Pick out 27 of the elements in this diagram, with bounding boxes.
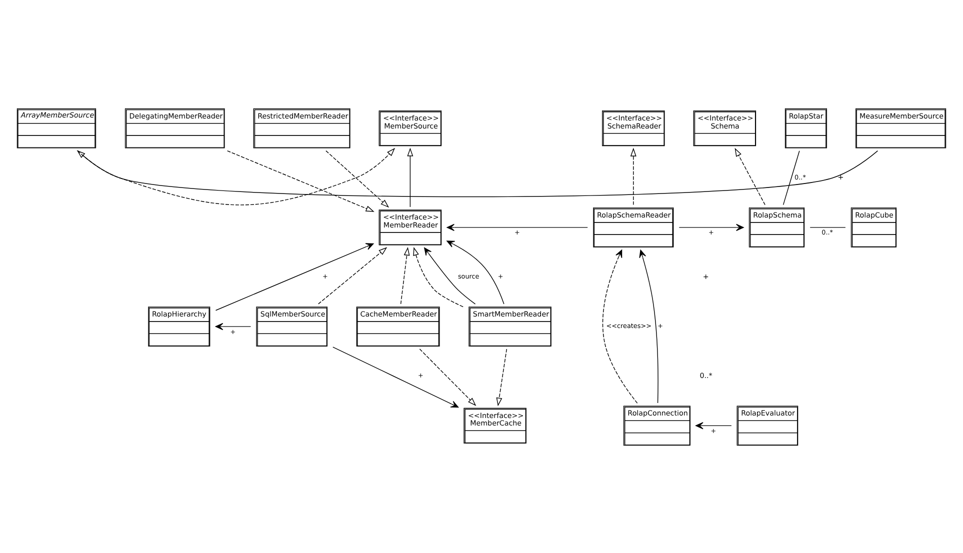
label: + — [838, 172, 844, 182]
arrow — [424, 246, 476, 304]
label: + — [702, 271, 709, 280]
arrow — [407, 147, 414, 207]
arrow — [318, 246, 388, 304]
arrow — [400, 246, 410, 304]
arrow — [630, 147, 636, 205]
label: 0..* — [700, 370, 712, 380]
connector — [782, 150, 800, 205]
arrow — [226, 150, 374, 212]
arrow — [446, 240, 504, 304]
arrow — [446, 223, 588, 230]
arrow — [678, 223, 744, 230]
arrow — [639, 249, 658, 403]
arrow — [419, 348, 476, 406]
arrow — [602, 249, 638, 404]
arrow — [332, 346, 459, 408]
arrow — [215, 322, 252, 330]
arrow — [326, 150, 390, 208]
connector — [810, 226, 846, 228]
arrow — [413, 246, 464, 307]
arrow — [734, 147, 766, 205]
arrow — [696, 422, 732, 429]
arrow — [215, 242, 374, 310]
arrow — [496, 348, 508, 406]
arrow — [76, 150, 878, 197]
arrow — [77, 147, 396, 205]
